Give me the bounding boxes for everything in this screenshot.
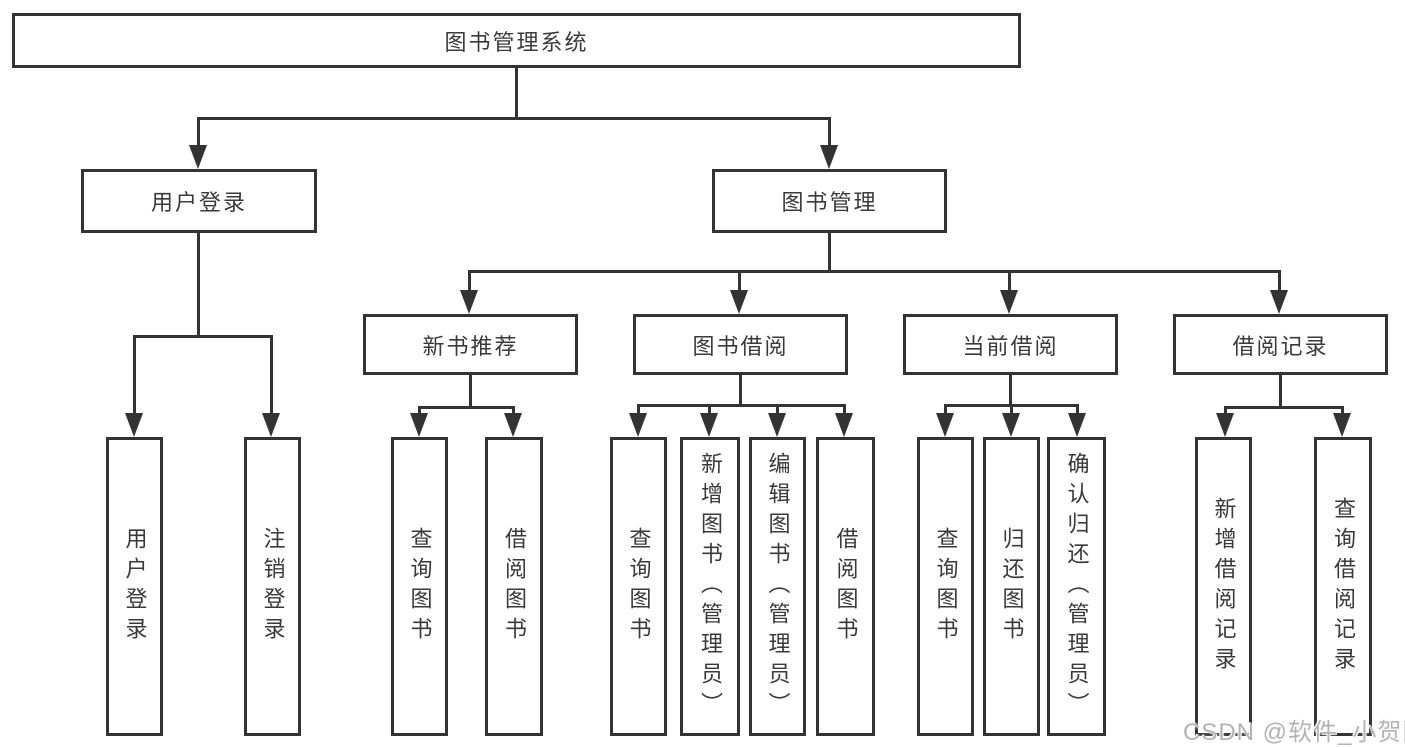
connector-line	[468, 270, 1281, 273]
connector-line	[637, 404, 640, 415]
node-label: 注销登录	[260, 526, 286, 647]
arrowhead-icon	[262, 413, 280, 437]
node-label: 图书管理系统	[444, 29, 589, 55]
node-user-login: 用户登录	[81, 169, 317, 233]
connector-line	[1076, 404, 1079, 415]
node-label: 借阅记录	[1232, 333, 1329, 359]
connector-line	[197, 233, 200, 337]
leaf-query-books-current: 查询图书	[917, 437, 974, 736]
arrowhead-icon	[1216, 413, 1234, 437]
arrowhead-icon	[1068, 413, 1086, 437]
arrowhead-icon	[936, 413, 954, 437]
arrowhead-icon	[629, 413, 647, 437]
connector-line	[1224, 406, 1344, 409]
leaf-confirm-return-admin: 确认归还（管理员）	[1047, 437, 1106, 736]
arrowhead-icon	[1333, 413, 1351, 437]
connector-line	[197, 117, 831, 120]
node-label: 查询借阅记录	[1331, 496, 1356, 677]
connector-line	[515, 68, 518, 120]
arrowhead-icon	[835, 413, 853, 437]
leaf-add-books-admin: 新增图书（管理员）	[680, 437, 740, 736]
connector-line	[637, 404, 846, 407]
leaf-user-login: 用户登录	[106, 437, 163, 736]
connector-line	[270, 335, 273, 415]
connector-line	[197, 117, 200, 147]
node-current-borrowing: 当前借阅	[903, 314, 1118, 375]
arrowhead-icon	[1000, 290, 1018, 314]
node-label: 借阅图书	[502, 526, 527, 647]
node-label: 用户登录	[122, 526, 148, 647]
connector-line	[843, 404, 846, 415]
connector-line	[133, 335, 273, 338]
leaf-query-books-recommend: 查询图书	[391, 437, 448, 736]
arrowhead-icon	[1270, 290, 1288, 314]
node-label: 用户登录	[150, 190, 247, 215]
connector-line	[512, 406, 515, 416]
connector-line	[468, 270, 471, 292]
arrowhead-icon	[460, 290, 478, 314]
leaf-edit-books-admin: 编辑图书（管理员）	[749, 437, 806, 736]
node-borrowing-records: 借阅记录	[1173, 314, 1388, 375]
arrowhead-icon	[700, 413, 718, 437]
leaf-query-books-borrow: 查询图书	[610, 437, 667, 736]
connector-line	[944, 404, 947, 415]
connector-line	[1224, 406, 1227, 416]
connector-line	[708, 404, 711, 415]
connector-line	[1278, 270, 1281, 292]
node-library-management-system: 图书管理系统	[12, 13, 1021, 68]
leaf-borrow-books: 借阅图书	[816, 437, 875, 736]
connector-line	[776, 404, 779, 415]
node-label: 查询图书	[626, 526, 652, 647]
node-label: 图书管理	[781, 190, 878, 215]
node-label: 借阅图书	[833, 526, 859, 647]
connector-line	[828, 117, 831, 147]
arrowhead-icon	[1002, 413, 1020, 437]
node-new-book-recommendation: 新书推荐	[363, 314, 578, 375]
arrowhead-icon	[768, 413, 786, 437]
node-label: 图书借阅	[692, 333, 789, 359]
connector-line	[1010, 404, 1013, 415]
csdn-watermark: CSDN @软件_小贺同学	[1183, 719, 1405, 746]
node-label: 归还图书	[999, 526, 1025, 647]
connector-line	[133, 335, 136, 415]
node-book-borrowing: 图书借阅	[633, 314, 848, 375]
node-label: 查询图书	[407, 526, 433, 647]
node-label: 查询图书	[933, 526, 959, 647]
node-label: 编辑图书（管理员）	[765, 451, 791, 722]
node-book-management: 图书管理	[712, 169, 947, 233]
connector-line	[739, 375, 742, 406]
leaf-query-borrow-record: 查询借阅记录	[1314, 437, 1372, 736]
node-label: 当前借阅	[962, 333, 1059, 359]
leaf-borrow-books-recommend: 借阅图书	[485, 437, 543, 736]
leaf-add-borrow-record: 新增借阅记录	[1195, 437, 1252, 736]
connector-line	[1009, 375, 1012, 406]
connector-line	[469, 375, 472, 408]
arrowhead-icon	[410, 413, 428, 437]
arrowhead-icon	[125, 413, 143, 437]
node-label: 确认归还（管理员）	[1064, 451, 1090, 722]
node-label: 新书推荐	[422, 333, 519, 359]
node-label: 新增图书（管理员）	[698, 451, 723, 722]
connector-line	[1279, 375, 1282, 408]
node-label: 新增借阅记录	[1211, 496, 1237, 677]
arrowhead-icon	[189, 145, 207, 169]
connector-line	[828, 233, 831, 272]
connector-line	[1341, 406, 1344, 416]
arrowhead-icon	[820, 145, 838, 169]
arrowhead-icon	[730, 290, 748, 314]
leaf-return-books: 归还图书	[983, 437, 1040, 736]
arrowhead-icon	[504, 413, 522, 437]
connector-line	[418, 406, 515, 409]
connector-line	[418, 406, 421, 416]
connector-line	[738, 270, 741, 292]
leaf-logout: 注销登录	[244, 437, 301, 736]
connector-line	[1008, 270, 1011, 292]
